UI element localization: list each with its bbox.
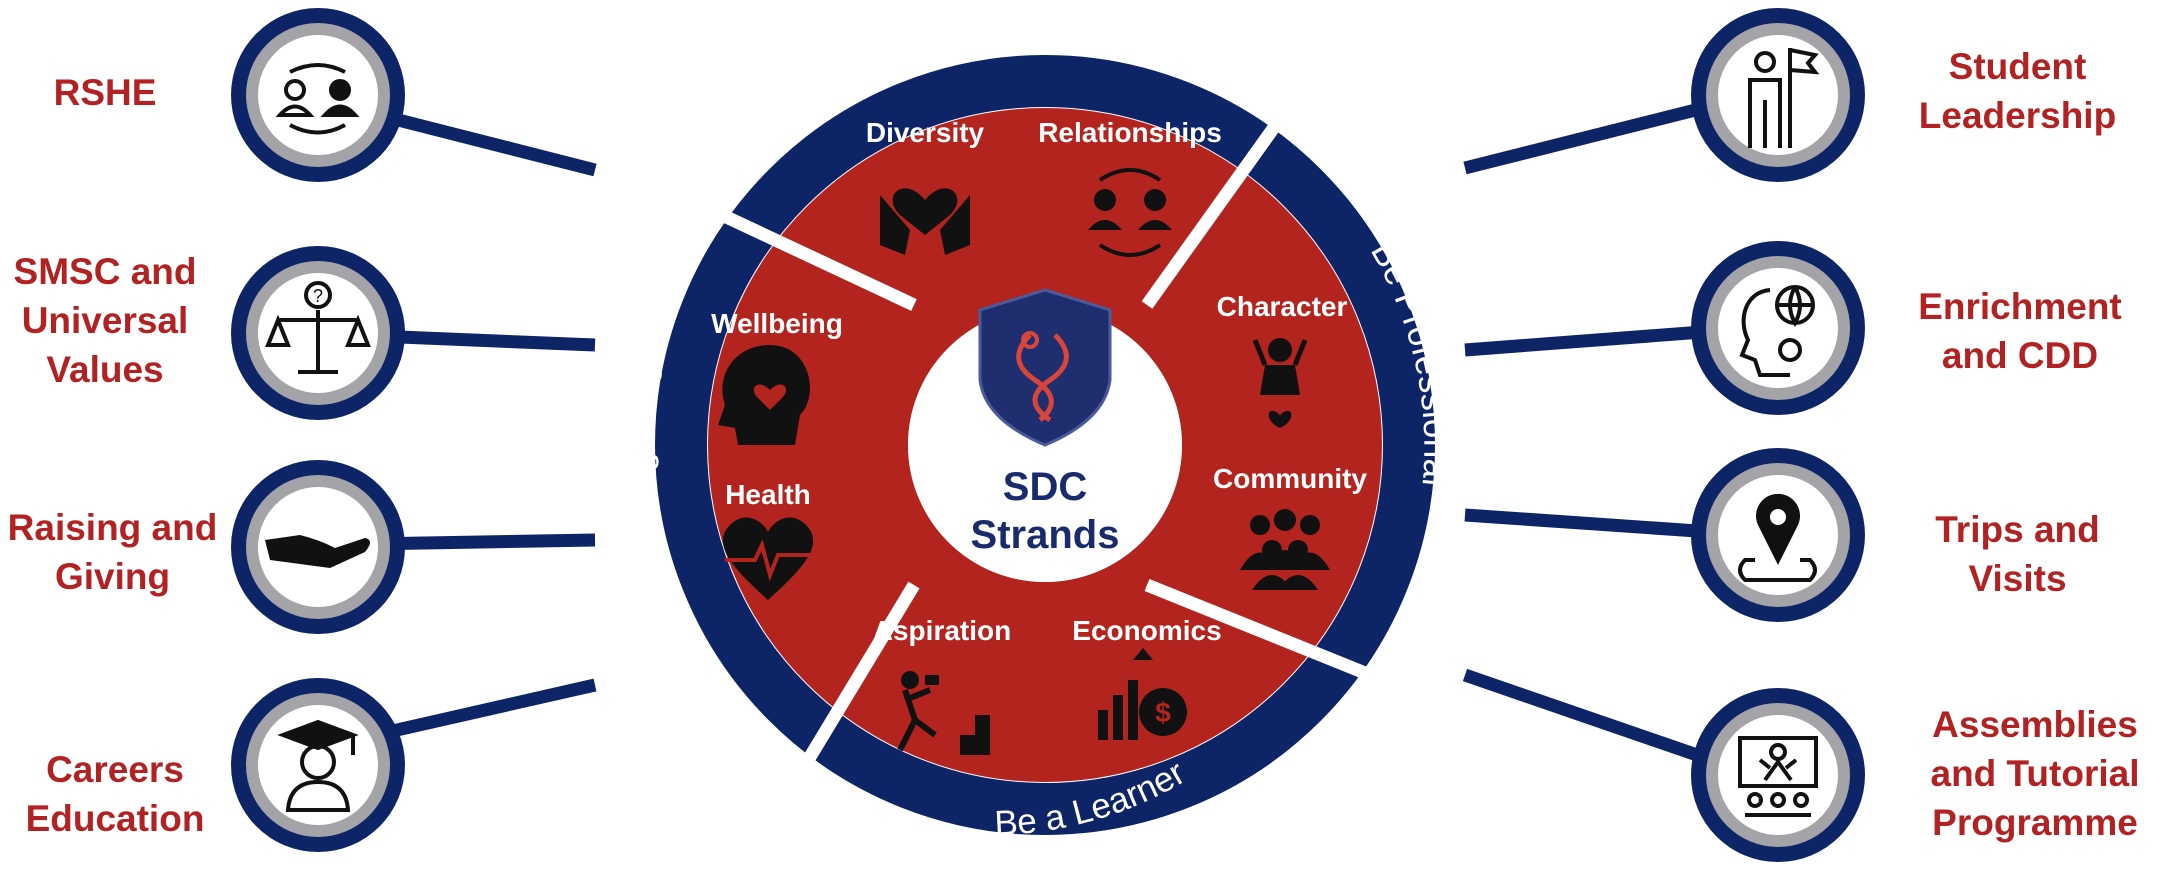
left-item-1 xyxy=(231,8,405,182)
strand-label-health: Health xyxy=(725,479,811,510)
giving-hand-icon xyxy=(265,535,370,568)
climbing-stairs-icon xyxy=(897,671,990,755)
strand-label-community: Community xyxy=(1213,463,1367,494)
left-label-raising-giving: Raising and Giving xyxy=(7,507,218,597)
ring-label-top: Be Inclusive xyxy=(863,6,1063,58)
growth-bars-dollar-icon: $ xyxy=(1098,648,1187,740)
left-label-careers: Careers Education xyxy=(25,749,205,839)
people-exchange-icon xyxy=(1088,168,1172,257)
right-item-4 xyxy=(1691,688,1865,862)
right-label-enrichment: Enrichment and CDD xyxy=(1918,286,2122,376)
left-label-smsc: SMSC and Universal Values xyxy=(13,251,197,390)
location-pin-icon xyxy=(1738,493,1817,582)
head-globe-gear-icon xyxy=(1739,285,1815,377)
person-flag-icon xyxy=(1748,48,1820,148)
presentation-audience-icon xyxy=(1738,736,1818,817)
heart-in-hands-icon xyxy=(880,188,970,255)
center-title: SDC xyxy=(1003,465,1087,509)
group-of-people-icon xyxy=(1240,509,1330,590)
heartbeat-icon xyxy=(722,517,814,600)
strand-label-economics: Economics xyxy=(1072,615,1221,646)
strand-label-wellbeing: Wellbeing xyxy=(711,308,843,339)
strand-label-relationships: Relationships xyxy=(1038,117,1222,148)
strand-label-aspiration: Aspiration xyxy=(873,615,1011,646)
right-item-3 xyxy=(1691,448,1865,622)
right-label-student-leadership: Student Leadership xyxy=(1918,46,2117,136)
right-item-1 xyxy=(1691,8,1865,182)
center-subtitle: Strands xyxy=(971,513,1120,557)
scales-question-icon: ? xyxy=(265,281,371,374)
strand-label-diversity: Diversity xyxy=(866,117,985,148)
people-exchange-icon xyxy=(275,63,360,135)
school-crest-icon xyxy=(978,288,1112,447)
svg-text:$: $ xyxy=(1155,697,1171,728)
left-label-rshe: RSHE xyxy=(53,72,157,113)
right-label-trips: Trips and Visits xyxy=(1935,509,2100,599)
values-ring xyxy=(655,55,1435,835)
right-label-assemblies: Assemblies and Tutorial Programme xyxy=(1930,704,2140,843)
side-circles: ? xyxy=(231,8,1865,862)
ring-separators xyxy=(687,101,1373,794)
strands-ring xyxy=(708,108,1382,782)
left-item-2: ? xyxy=(231,246,405,420)
graduate-icon xyxy=(277,719,359,812)
left-item-3 xyxy=(231,460,405,634)
right-item-2 xyxy=(1691,241,1865,415)
left-item-4 xyxy=(231,678,405,852)
svg-text:?: ? xyxy=(313,286,323,306)
strand-label-character: Character xyxy=(1217,291,1348,322)
head-heart-icon xyxy=(718,345,810,445)
celebrating-person-icon xyxy=(1252,338,1308,428)
